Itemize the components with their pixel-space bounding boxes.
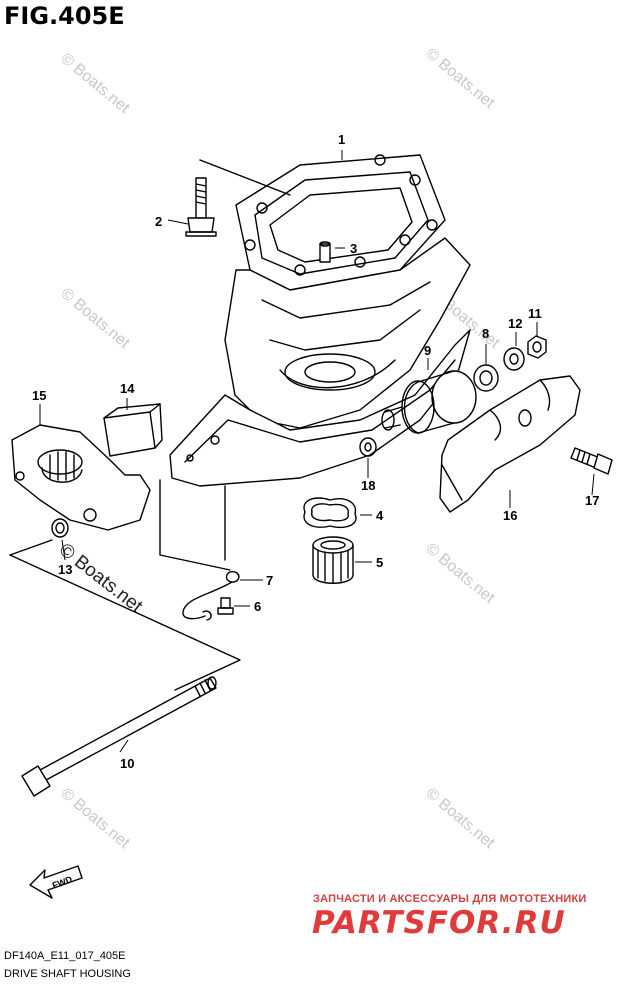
callout-14: 14	[120, 381, 135, 396]
callout-2: 2	[155, 214, 162, 229]
callout-7: 7	[266, 573, 273, 588]
callout-18: 18	[361, 478, 375, 493]
bolt-6	[217, 597, 234, 615]
callout-1: 1	[338, 132, 345, 147]
callout-4: 4	[376, 508, 384, 523]
callout-10: 10	[120, 756, 134, 771]
figure-name: DRIVE SHAFT HOUSING	[4, 968, 131, 980]
bolt-2	[185, 177, 217, 237]
callout-8: 8	[482, 326, 489, 341]
ground-wire-7	[182, 571, 240, 621]
watermark-3: © Boats.net	[57, 285, 133, 352]
washer-18	[359, 437, 377, 457]
shop-logo: PARTSFOR.RU	[312, 905, 566, 941]
watermark-5: © Boats.net	[422, 540, 498, 607]
callouts: 1 2 3 4 5 6 7 8 9 10 11 12 13 14 15 16 1…	[32, 132, 599, 771]
callout-6: 6	[254, 599, 261, 614]
long-bolt-10	[21, 676, 217, 797]
washer-13	[51, 518, 69, 538]
callout-5: 5	[376, 555, 383, 570]
watermark-1: © Boats.net	[57, 50, 133, 117]
drive-shaft-housing	[169, 154, 471, 487]
callout-3: 3	[350, 241, 357, 256]
cover-16	[439, 375, 581, 513]
bracket-15	[11, 424, 151, 531]
callout-17: 17	[585, 493, 599, 508]
washer-8	[473, 364, 499, 392]
callout-15: 15	[32, 388, 46, 403]
watermark-7: © Boats.net	[422, 785, 498, 852]
washer-12	[503, 347, 525, 371]
shop-tagline: ЗАПЧАСТИ И АКСЕССУАРЫ ДЛЯ МОТОТЕХНИКИ	[313, 893, 587, 905]
watermark-6: © Boats.net	[57, 785, 133, 852]
gasket-4	[303, 497, 357, 529]
dowel-pin-3	[319, 241, 331, 263]
callout-12: 12	[508, 316, 522, 331]
figure-code: DF140A_E11_017_405E	[4, 950, 126, 962]
nut-11	[527, 335, 547, 359]
callout-11: 11	[528, 306, 542, 321]
watermark-dark: © Boats.net	[55, 539, 147, 617]
callout-9: 9	[424, 343, 431, 358]
callout-13: 13	[58, 562, 72, 577]
callout-16: 16	[503, 508, 517, 523]
bolt-17	[570, 447, 613, 475]
watermark-2: © Boats.net	[422, 45, 498, 112]
rubber-mount-9	[381, 370, 477, 434]
rubber-pad-14	[103, 403, 163, 457]
bearing-5	[312, 536, 354, 584]
figure-title: FIG.405E	[4, 2, 125, 30]
fwd-arrow-icon: FWD	[29, 865, 83, 899]
